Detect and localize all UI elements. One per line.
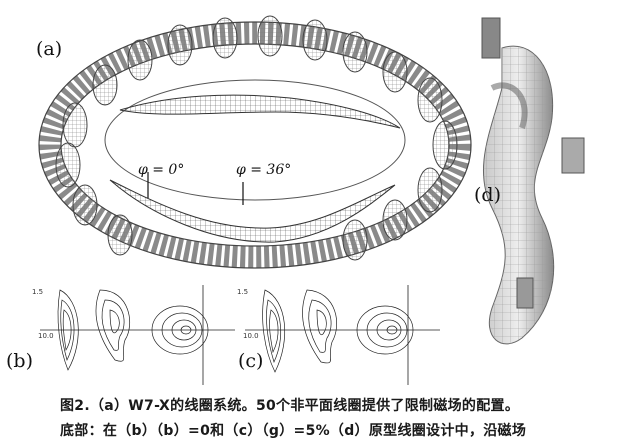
plasma-surface-back [119, 94, 401, 129]
flux-surfaces-b: 1.5 10.0 [32, 285, 235, 385]
flux-surfaces-c: 1.5 10.0 [237, 285, 440, 385]
coil-system-drawing [38, 15, 472, 269]
phi-36-label: φ = 36° [236, 162, 292, 178]
caption-line-2: 底部：在（b）（b）=0和（c）（g）=5%（d）原型线圈设计中，沿磁场 [60, 423, 527, 439]
prototype-coil-drawing [481, 17, 585, 345]
flux-tick-top-c: 1.5 [237, 288, 248, 296]
flux-contours-c [262, 289, 414, 373]
panel-label-d: (d) [474, 184, 501, 206]
panel-label-c: (c) [238, 350, 264, 372]
coil-loops [55, 15, 458, 261]
panel-label-a: (a) [36, 38, 63, 60]
coil-mount-left [516, 277, 534, 309]
flux-tick-mid-b: 10.0 [38, 332, 54, 340]
plasma-surface [109, 179, 396, 243]
coil-mount-top [481, 17, 501, 59]
flux-tick-mid-c: 10.0 [243, 332, 259, 340]
flux-tick-top-b: 1.5 [32, 288, 43, 296]
coil-mount-right [561, 137, 585, 174]
figure-caption: 图2.（a）W7-X的线圈系统。50个非平面线圈提供了限制磁场的配置。 底部：在… [60, 394, 640, 444]
coil-ring-outer [39, 22, 471, 268]
caption-line-1: 图2.（a）W7-X的线圈系统。50个非平面线圈提供了限制磁场的配置。 [60, 398, 520, 414]
flux-contours-b [57, 289, 209, 371]
phi-0-label: φ = 0° [138, 162, 185, 178]
panel-label-b: (b) [6, 350, 33, 372]
coil-ring-outline-outer [38, 21, 472, 269]
